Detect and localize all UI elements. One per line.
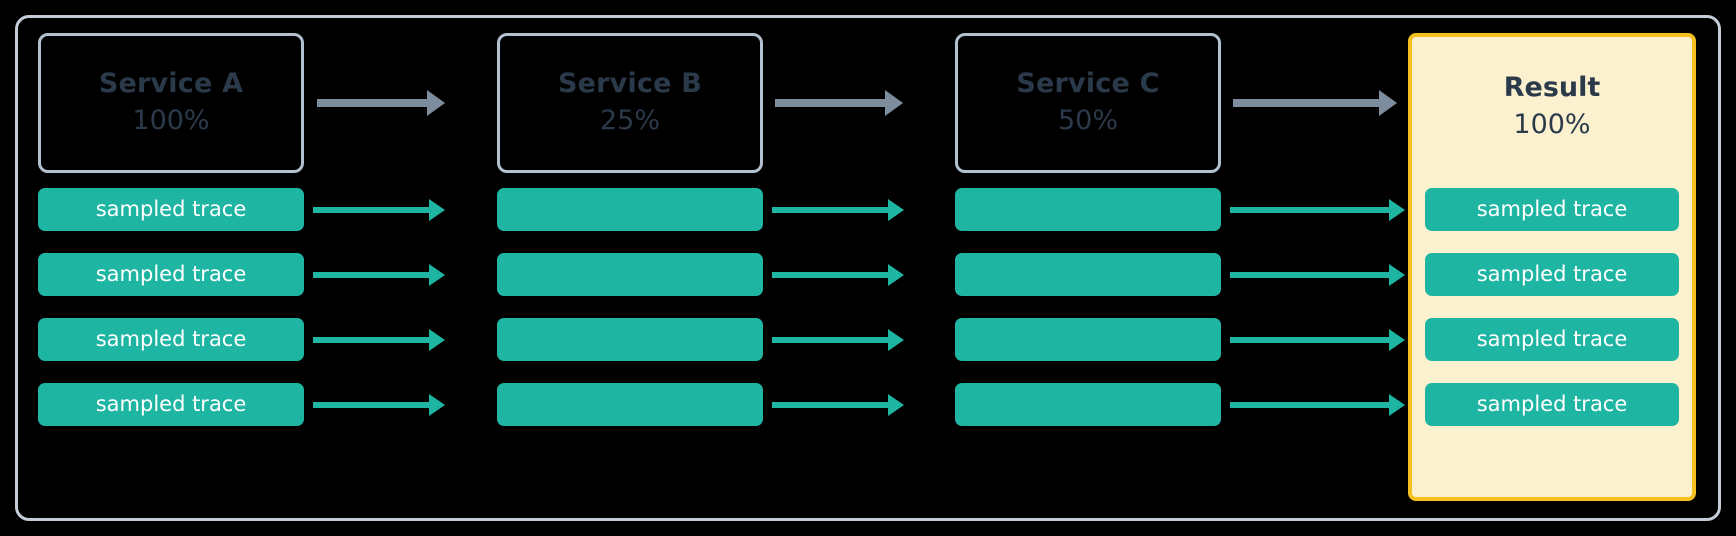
trace-bar[interactable]	[497, 383, 763, 426]
trace-bar[interactable]	[497, 253, 763, 296]
arrow-head	[888, 199, 904, 221]
arrow-shaft	[772, 402, 889, 408]
arrow-shaft	[772, 207, 889, 213]
arrow-shaft	[1230, 272, 1390, 278]
trace-bar-label: sampled trace	[95, 327, 247, 351]
arrow-head	[888, 264, 904, 286]
trace-bar[interactable]	[497, 318, 763, 361]
arrow-head	[1389, 199, 1405, 221]
service-node-title: Service B	[557, 68, 703, 100]
result-panel-percent: 100%	[1513, 108, 1591, 140]
trace-bar[interactable]	[955, 188, 1221, 231]
arrow-shaft	[772, 272, 889, 278]
service-node-service-b[interactable]: Service B 25%	[497, 33, 763, 173]
arrow-shaft	[1230, 207, 1390, 213]
arrow-shaft	[772, 337, 889, 343]
trace-arrow-a-to-b-icon	[313, 264, 445, 286]
trace-bar[interactable]: sampled trace	[1425, 383, 1679, 426]
trace-arrow-b-to-c-icon	[772, 329, 904, 351]
trace-bar-label: sampled trace	[1476, 392, 1628, 416]
arrow-head	[429, 264, 445, 286]
trace-arrow-b-to-c-icon	[772, 264, 904, 286]
diagram-outer-frame	[15, 15, 1721, 521]
trace-bar[interactable]: sampled trace	[1425, 188, 1679, 231]
arrow-shaft	[1233, 99, 1380, 107]
arrow-head	[1389, 264, 1405, 286]
arrow-head	[429, 394, 445, 416]
service-node-percent: 100%	[132, 104, 210, 136]
arrow-shaft	[775, 99, 886, 107]
arrow-shaft	[313, 337, 430, 343]
trace-arrow-c-to-result-icon	[1230, 394, 1405, 416]
result-panel-header: Result 100%	[1412, 37, 1692, 177]
service-node-service-c[interactable]: Service C 50%	[955, 33, 1221, 173]
arrow-service-c-to-result-icon	[1233, 90, 1397, 116]
trace-arrow-b-to-c-icon	[772, 199, 904, 221]
trace-bar-label: sampled trace	[1476, 327, 1628, 351]
arrow-head	[888, 329, 904, 351]
arrow-shaft	[317, 99, 428, 107]
arrow-head	[1379, 90, 1397, 116]
trace-bar-label: sampled trace	[95, 262, 247, 286]
trace-bar[interactable]: sampled trace	[38, 188, 304, 231]
trace-bar[interactable]	[955, 383, 1221, 426]
arrow-head	[427, 90, 445, 116]
arrow-head	[888, 394, 904, 416]
trace-arrow-b-to-c-icon	[772, 394, 904, 416]
arrow-head	[429, 199, 445, 221]
trace-bar[interactable]: sampled trace	[38, 383, 304, 426]
service-node-title: Service C	[1016, 68, 1160, 100]
trace-bar[interactable]: sampled trace	[38, 253, 304, 296]
trace-bar[interactable]	[955, 253, 1221, 296]
arrow-head	[1389, 329, 1405, 351]
trace-arrow-a-to-b-icon	[313, 329, 445, 351]
trace-bar[interactable]	[497, 188, 763, 231]
trace-bar[interactable]: sampled trace	[38, 318, 304, 361]
arrow-head	[1389, 394, 1405, 416]
arrow-shaft	[1230, 337, 1390, 343]
trace-bar-label: sampled trace	[1476, 262, 1628, 286]
trace-bar-label: sampled trace	[95, 392, 247, 416]
arrow-service-b-to-service-c-icon	[775, 90, 903, 116]
trace-bar[interactable]	[955, 318, 1221, 361]
service-node-percent: 50%	[1057, 104, 1118, 136]
service-node-service-a[interactable]: Service A 100%	[38, 33, 304, 173]
result-panel-title: Result	[1503, 72, 1601, 104]
trace-bar-label: sampled trace	[1476, 197, 1628, 221]
arrow-shaft	[313, 272, 430, 278]
trace-arrow-c-to-result-icon	[1230, 264, 1405, 286]
trace-arrow-a-to-b-icon	[313, 199, 445, 221]
trace-bar[interactable]: sampled trace	[1425, 318, 1679, 361]
service-node-title: Service A	[98, 68, 244, 100]
trace-bar[interactable]: sampled trace	[1425, 253, 1679, 296]
arrow-shaft	[313, 207, 430, 213]
service-node-percent: 25%	[599, 104, 660, 136]
trace-arrow-c-to-result-icon	[1230, 329, 1405, 351]
trace-arrow-a-to-b-icon	[313, 394, 445, 416]
arrow-head	[885, 90, 903, 116]
arrow-shaft	[313, 402, 430, 408]
trace-bar-label: sampled trace	[95, 197, 247, 221]
trace-arrow-c-to-result-icon	[1230, 199, 1405, 221]
arrow-service-a-to-service-b-icon	[317, 90, 445, 116]
arrow-shaft	[1230, 402, 1390, 408]
arrow-head	[429, 329, 445, 351]
